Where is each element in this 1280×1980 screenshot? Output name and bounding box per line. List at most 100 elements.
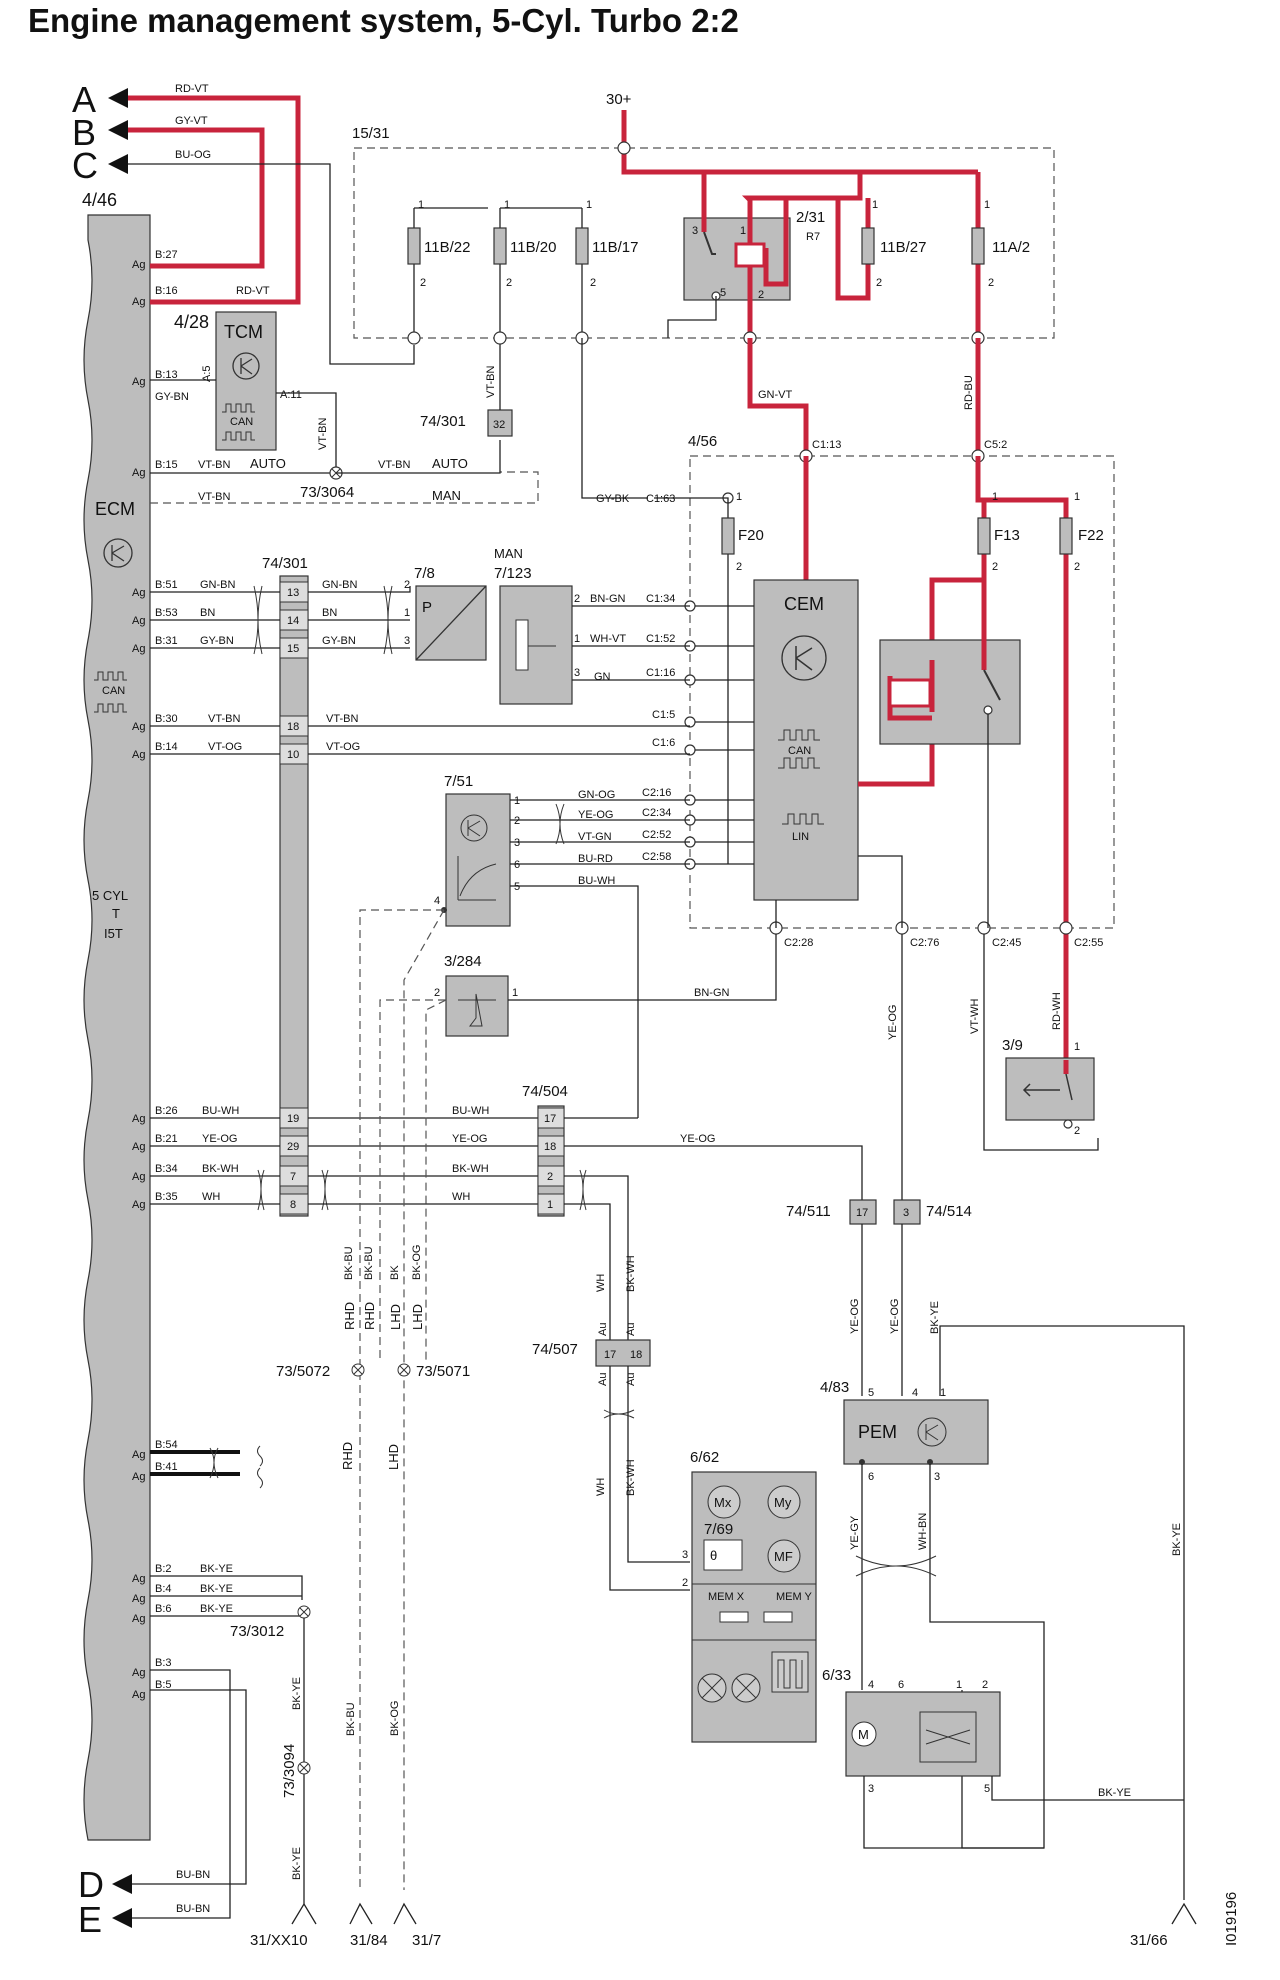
svg-text:BU-BN: BU-BN [176,1903,210,1915]
svg-text:2: 2 [574,593,580,605]
svg-text:YE-OG: YE-OG [202,1133,237,1145]
svg-text:1: 1 [956,1679,962,1691]
svg-text:GY-BN: GY-BN [155,391,189,403]
svg-text:BU-WH: BU-WH [452,1105,489,1117]
svg-text:1: 1 [736,491,742,503]
svg-text:VT-OG: VT-OG [326,741,360,753]
arrow-d: D BU-BN [78,1689,247,1905]
svg-text:BK-YE: BK-YE [1171,1523,1183,1556]
conn-74-514 [893,1199,921,1225]
svg-text:3: 3 [682,1549,688,1561]
sensor-7-123-ref: 7/123 [494,565,532,582]
svg-text:1: 1 [1074,491,1080,503]
svg-text:BK-BU: BK-BU [343,1246,355,1280]
svg-text:13: 13 [287,587,299,599]
svg-text:BK-WH: BK-WH [625,1459,637,1496]
svg-text:RHD: RHD [362,1302,377,1330]
svg-text:5: 5 [720,287,726,299]
svg-text:M: M [858,1727,869,1742]
ecm-pin: Ag B:5 [132,1679,172,1701]
svg-text:4: 4 [912,1387,918,1399]
svg-text:B:26: B:26 [155,1105,178,1117]
svg-text:C2:16: C2:16 [642,787,671,799]
svg-text:2: 2 [876,277,882,289]
svg-text:3: 3 [404,635,410,647]
svg-text:C2:55: C2:55 [1074,937,1103,949]
svg-text:14: 14 [287,615,299,627]
ecm-pin: AgB:3 [132,1657,172,1679]
svg-text:RD-VT: RD-VT [236,285,270,297]
svg-text:RHD: RHD [342,1302,357,1330]
svg-text:1: 1 [504,199,510,211]
svg-text:2: 2 [982,1679,988,1691]
splice-73-5072-label: 73/5072 [276,1363,330,1380]
svg-text:C: C [72,145,98,186]
svg-text:WH: WH [202,1191,220,1203]
svg-text:C1:5: C1:5 [652,709,675,721]
svg-text:Ag: Ag [132,1141,145,1153]
ecm-transistor-icon [103,538,133,568]
svg-text:31/XX10: 31/XX10 [250,1932,308,1949]
svg-text:B:5: B:5 [155,1679,172,1691]
svg-text:Mx: Mx [714,1495,732,1510]
svg-text:1: 1 [940,1387,946,1399]
switch-3-9 [1005,1057,1095,1121]
svg-text:YE-OG: YE-OG [889,1299,901,1334]
ecm-ref: 4/46 [82,190,117,210]
svg-text:Ag: Ag [132,1689,145,1701]
svg-text:BK-YE: BK-YE [200,1603,233,1615]
svg-text:11B/27: 11B/27 [880,239,926,256]
ecm-engine-3: I5T [104,926,123,941]
svg-text:3: 3 [514,837,520,849]
svg-text:2: 2 [1074,1125,1080,1137]
svg-text:Ag: Ag [132,1199,145,1211]
arrow-e: E BU-BN [78,1669,231,1940]
svg-text:MEM X: MEM X [708,1591,745,1603]
fuse-11b-20: 12 11B/20 [493,199,556,338]
svg-text:B:51: B:51 [155,579,178,591]
svg-text:Ag: Ag [132,1171,145,1183]
tcm-can-label: CAN [230,416,253,428]
svg-text:C1:6: C1:6 [652,737,675,749]
svg-text:B:31: B:31 [155,635,178,647]
svg-text:5: 5 [514,881,520,893]
fusebox-15-31 [353,147,1055,339]
pump-7-69-ref: 7/69 [704,1521,733,1538]
svg-text:17: 17 [856,1207,868,1219]
conn-74-514-ref: 74/514 [926,1203,972,1220]
svg-text:2: 2 [1074,561,1080,573]
tcm-wire: VT-BN [317,418,329,450]
ground-31-66: 31/66 [1130,1902,1197,1949]
svg-text:C2:52: C2:52 [642,829,671,841]
svg-text:BU-WH: BU-WH [202,1105,239,1117]
svg-text:19: 19 [287,1113,299,1125]
svg-text:17: 17 [544,1113,556,1125]
svg-text:1: 1 [574,633,580,645]
svg-text:BU-BN: BU-BN [176,1869,210,1881]
svg-text:GY-BN: GY-BN [322,635,356,647]
svg-text:VT-BN: VT-BN [208,713,240,725]
svg-text:YE-OG: YE-OG [887,1005,899,1040]
svg-text:C1:52: C1:52 [646,633,675,645]
fuse-11b-27: 12 11B/27 [748,172,926,301]
svg-text:B: B [72,112,96,153]
svg-text:MF: MF [774,1549,793,1564]
svg-text:C2:58: C2:58 [642,851,671,863]
svg-text:D: D [78,1864,104,1905]
svg-text:B:35: B:35 [155,1191,178,1203]
ecm-pin: AgB:27 [132,249,178,271]
cem-name: CEM [784,594,824,614]
svg-text:18: 18 [544,1141,556,1153]
svg-text:F13: F13 [994,527,1020,544]
svg-text:LHD: LHD [388,1304,403,1330]
svg-text:VT-WH: VT-WH [969,999,981,1034]
ecm-can-icon [94,671,127,713]
supply-30: 30+ [606,91,632,108]
svg-text:BN: BN [200,607,215,619]
ecm-engine-1: 5 CYL [92,888,128,903]
svg-text:GN-VT: GN-VT [758,389,793,401]
svg-text:1: 1 [992,491,998,503]
